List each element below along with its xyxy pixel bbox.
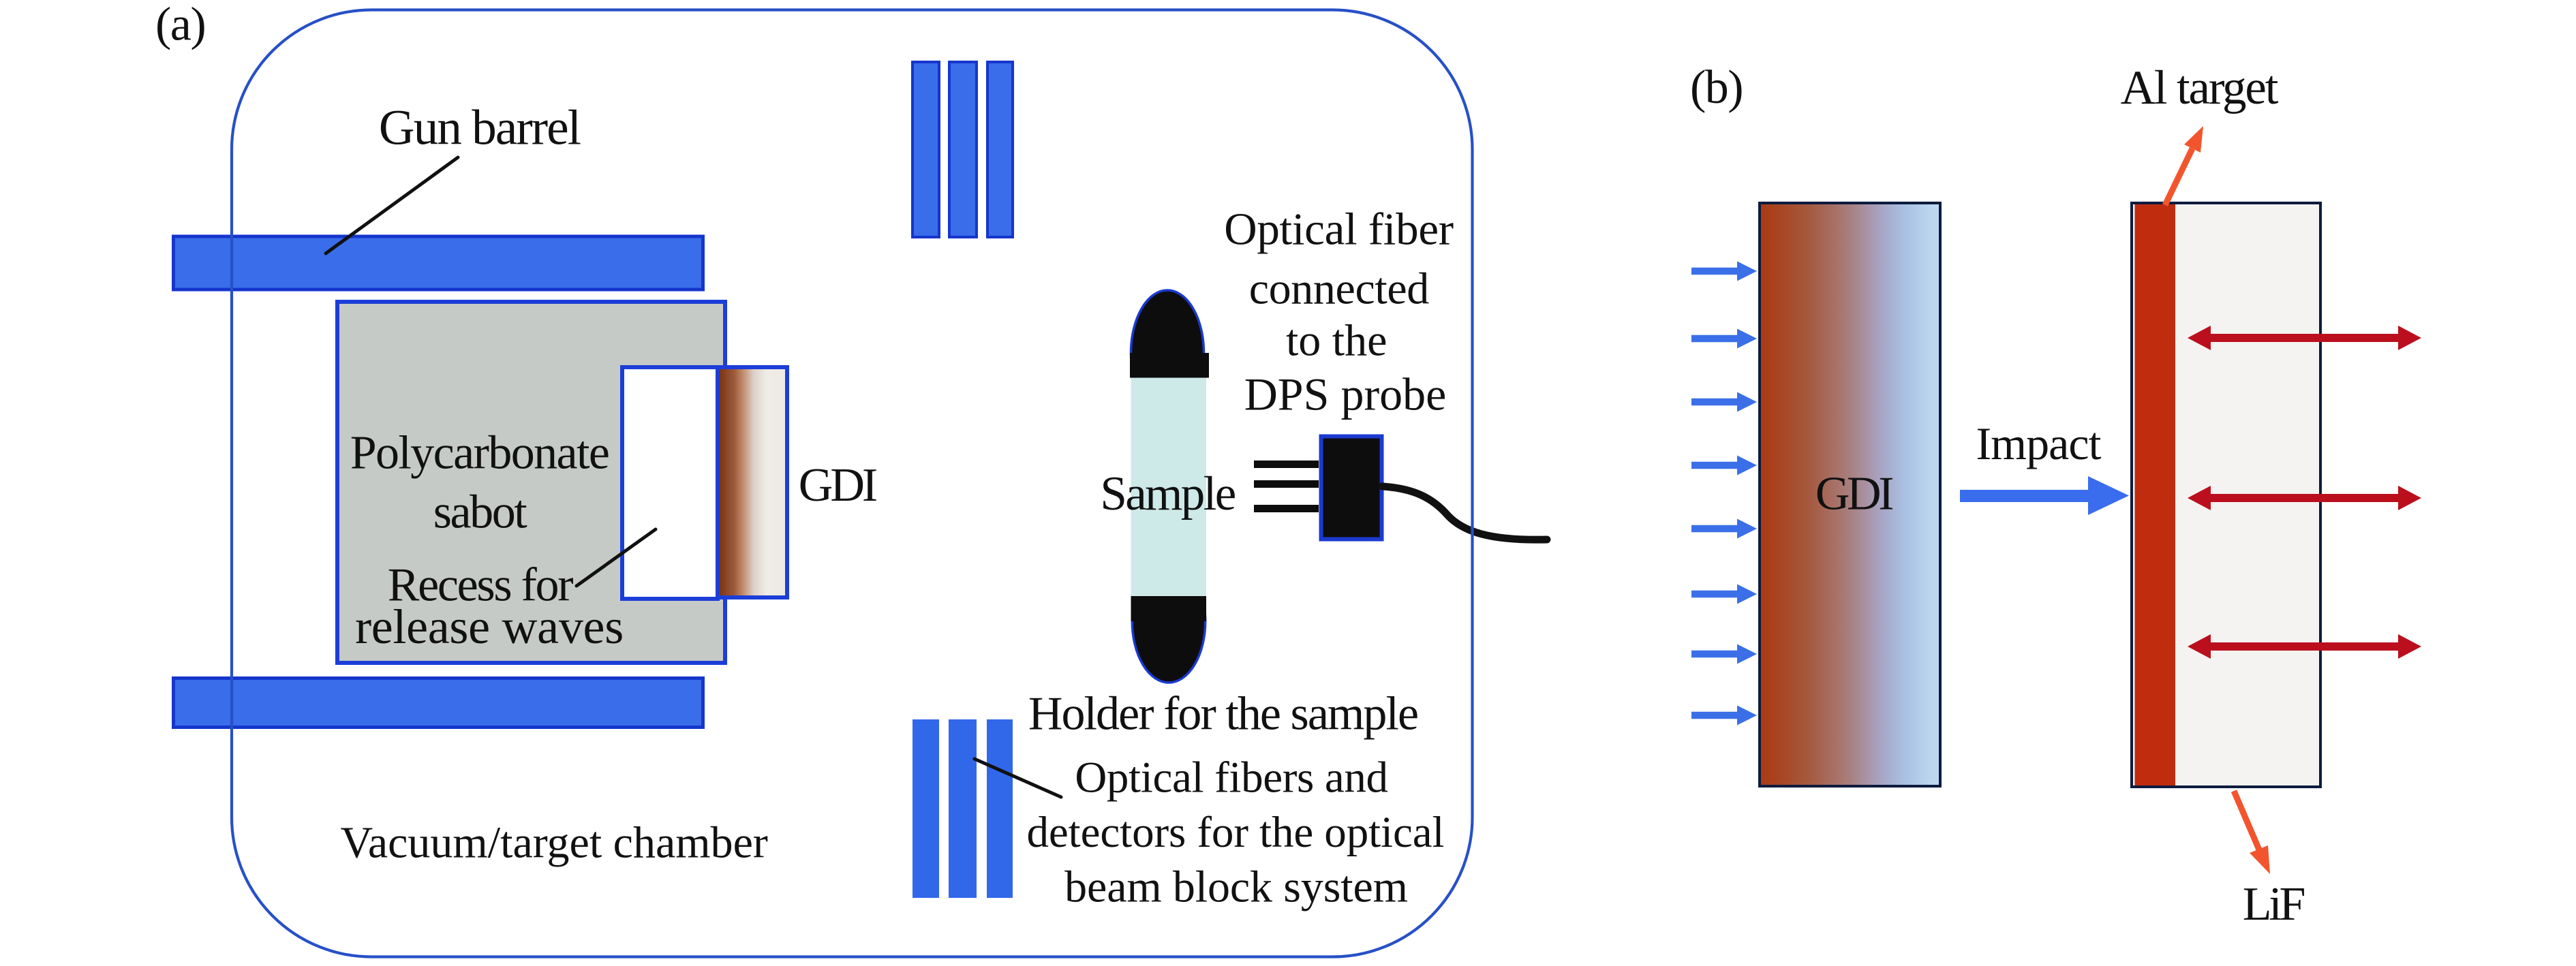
svg-text:Holder for the sample: Holder for the sample xyxy=(1028,688,1417,741)
svg-text:Optical fiber: Optical fiber xyxy=(1224,204,1454,255)
svg-text:GDI: GDI xyxy=(799,459,876,512)
svg-text:Impact: Impact xyxy=(1976,418,2101,469)
svg-text:Polycarbonate: Polycarbonate xyxy=(350,426,609,479)
svg-text:Optical fibers and: Optical fibers and xyxy=(1075,753,1387,802)
svg-text:detectors for the optical: detectors for the optical xyxy=(1027,808,1445,857)
svg-text:beam block system: beam block system xyxy=(1064,862,1408,912)
svg-text:connected: connected xyxy=(1249,264,1430,314)
svg-text:GDI: GDI xyxy=(1815,468,1892,520)
svg-text:sabot: sabot xyxy=(433,486,528,539)
svg-text:(a): (a) xyxy=(155,0,205,51)
svg-text:(b): (b) xyxy=(1690,61,1743,114)
svg-text:to the: to the xyxy=(1286,316,1387,366)
svg-text:Vacuum/target chamber: Vacuum/target chamber xyxy=(341,818,768,868)
svg-text:Recess for: Recess for xyxy=(388,559,573,612)
svg-text:DPS probe: DPS probe xyxy=(1244,368,1447,420)
svg-text:LiF: LiF xyxy=(2243,878,2305,931)
svg-text:Sample: Sample xyxy=(1100,467,1235,520)
svg-text:Al target: Al target xyxy=(2121,61,2279,114)
svg-text:Gun barrel: Gun barrel xyxy=(379,100,581,155)
svg-text:release waves: release waves xyxy=(355,599,624,654)
